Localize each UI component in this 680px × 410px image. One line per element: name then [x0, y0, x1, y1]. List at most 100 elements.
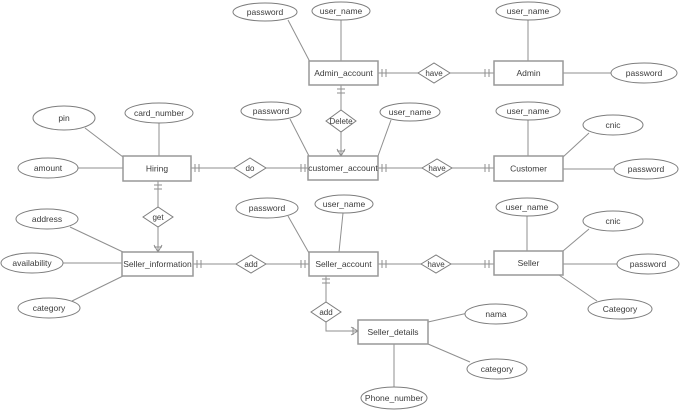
- connector-si-category: [71, 275, 124, 302]
- attribute-customer-cnic: [582, 114, 644, 136]
- attribute-si-availability: [0, 252, 64, 274]
- entity-customer-account: [307, 155, 379, 181]
- cardinality-marker-crow-down: [153, 244, 159, 253]
- attribute-label-si-availability: availability: [12, 258, 52, 268]
- connector-customer-cnic: [562, 132, 590, 158]
- relationship-label-have-customer: have: [428, 164, 446, 173]
- attribute-seller-password: [616, 253, 680, 275]
- entity-seller-information: [121, 251, 194, 277]
- entity-seller-details: [357, 319, 429, 345]
- relationship-have-customer: [421, 158, 453, 178]
- attribute-label-sd-nama: nama: [485, 309, 507, 319]
- cardinality-marker-crow-right: [350, 330, 359, 336]
- relationship-have-seller: [420, 254, 452, 274]
- entity-label-seller-information: Seller_information: [123, 259, 192, 269]
- connector-sa-user-name: [338, 212, 344, 253]
- attribute-admin-user-name: [495, 1, 561, 21]
- attribute-seller-user-name: [495, 197, 559, 217]
- connector-hiring-pin: [84, 127, 124, 158]
- attribute-label-si-address: address: [32, 214, 62, 224]
- attribute-si-address: [15, 208, 79, 230]
- relationship-label-add-info: add: [244, 260, 257, 269]
- connector-ca-password: [289, 118, 310, 157]
- attribute-customer-account-password: [240, 101, 302, 121]
- attribute-label-sd-phone-number: Phone_number: [365, 393, 423, 403]
- relationship-do: [233, 157, 267, 179]
- attribute-customer-account-user-name: [379, 102, 441, 122]
- entity-customer: [493, 155, 564, 182]
- relationship-label-get: get: [152, 213, 164, 222]
- entity-label-hiring: Hiring: [146, 164, 168, 174]
- entity-label-seller: Seller: [518, 258, 540, 268]
- attribute-customer-password: [613, 158, 679, 180]
- attribute-seller-cnic: [582, 210, 644, 232]
- entity-label-admin-account: Admin_account: [314, 68, 373, 78]
- entity-label-customer-account: customer_account: [308, 163, 378, 173]
- relationship-delete: [325, 109, 357, 133]
- relationship-label-have-admin: have: [425, 69, 443, 78]
- attribute-sd-category: [466, 358, 528, 380]
- connector-seller-cnic: [562, 228, 590, 252]
- attribute-label-seller-cnic: cnic: [605, 216, 621, 226]
- attribute-sd-phone-number: [360, 386, 428, 410]
- attribute-seller-account-password: [235, 197, 299, 219]
- connector-seller-category: [558, 274, 598, 302]
- entity-label-seller-details: Seller_details: [367, 327, 418, 337]
- entity-label-customer: Customer: [510, 164, 547, 174]
- attribute-label-admin-password: password: [626, 68, 663, 78]
- connector-sd-category: [427, 343, 471, 363]
- attribute-hiring-pin: [32, 105, 96, 131]
- attribute-label-hiring-pin: pin: [58, 113, 70, 123]
- relationship-have-admin: [417, 62, 451, 84]
- cardinality-marker-crow-right: [350, 326, 359, 332]
- attribute-label-hiring-card-number: card_number: [134, 108, 184, 118]
- attribute-admin-account-user-name: [311, 1, 371, 21]
- attribute-label-customer-account-user-name: user_name: [389, 107, 432, 117]
- entity-hiring: [122, 155, 192, 182]
- attribute-label-sd-category: category: [481, 364, 514, 374]
- attribute-seller-account-user-name: [314, 194, 374, 214]
- entity-admin-account: [308, 60, 379, 86]
- attribute-seller-category: [587, 298, 653, 320]
- attribute-label-admin-account-password: password: [247, 7, 284, 17]
- relationship-label-add-details: add: [319, 308, 332, 317]
- attribute-label-customer-account-password: password: [253, 106, 290, 116]
- attribute-hiring-card-number: [124, 102, 194, 124]
- relationship-get: [142, 206, 174, 228]
- attribute-si-category: [17, 297, 81, 319]
- attribute-label-seller-user-name: user_name: [506, 202, 549, 212]
- relationship-add-info: [235, 254, 267, 274]
- attribute-label-customer-password: password: [628, 164, 665, 174]
- attribute-admin-account-password: [232, 2, 298, 22]
- entity-label-seller-account: Seller_account: [315, 259, 372, 269]
- entity-admin: [493, 60, 564, 86]
- connector-aa-password: [287, 19, 311, 63]
- attribute-label-seller-category: Category: [603, 304, 638, 314]
- relationship-label-do: do: [246, 164, 255, 173]
- connector-sa-add-sd: [325, 276, 358, 332]
- attribute-hiring-amount: [17, 157, 79, 179]
- attribute-label-admin-account-user-name: user_name: [320, 6, 363, 16]
- entity-seller-account: [308, 251, 379, 277]
- connector-ca-user-name: [377, 119, 392, 157]
- entity-seller: [493, 250, 564, 276]
- attribute-customer-user-name: [495, 101, 561, 121]
- connector-sd-nama: [427, 312, 469, 323]
- attribute-label-customer-user-name: user_name: [507, 106, 550, 116]
- attribute-admin-password: [610, 62, 678, 84]
- attribute-label-customer-cnic: cnic: [605, 120, 621, 130]
- attribute-label-si-category: category: [33, 303, 66, 313]
- relationship-add-details: [310, 301, 342, 323]
- cardinality-marker-crow-down: [157, 244, 163, 253]
- attribute-label-hiring-amount: amount: [34, 163, 63, 173]
- entity-label-admin: Admin: [516, 68, 540, 78]
- connector-si-address: [69, 226, 124, 253]
- attribute-label-seller-password: password: [630, 259, 667, 269]
- attribute-sd-nama: [464, 303, 528, 325]
- attribute-label-seller-account-password: password: [249, 203, 286, 213]
- relationship-label-delete: Delete: [329, 117, 353, 126]
- cardinality-marker-crow-down: [340, 148, 346, 157]
- attribute-label-seller-account-user-name: user_name: [323, 199, 366, 209]
